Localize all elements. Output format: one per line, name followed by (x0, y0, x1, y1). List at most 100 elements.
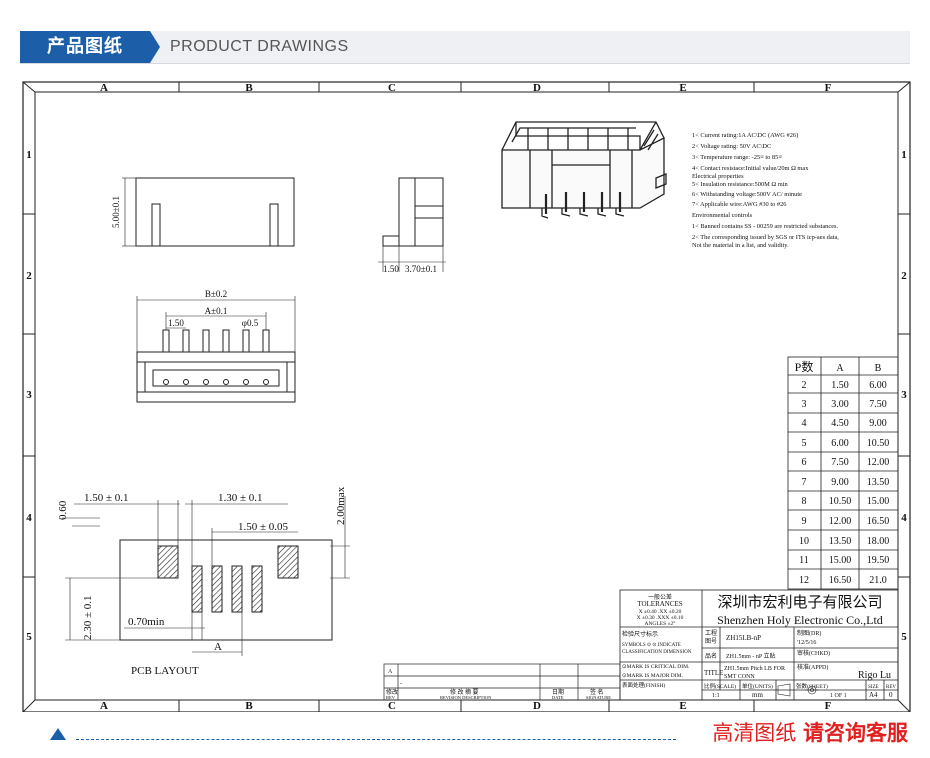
pcb-dim-6: 2.30 ± 0.1 (82, 595, 94, 640)
pcb-dim-1: 1.50 ± 0.1 (84, 492, 129, 504)
note-10: 1< Banned contains SS - 00259 are restri… (692, 223, 839, 230)
pcb-dim-3: 1.50 ± 0.05 (238, 521, 289, 533)
critical-mark-note: ⊙MARK IS CRITICAL DIM. (622, 664, 690, 670)
table-cell: 9.00 (869, 418, 887, 429)
note-6: 5< Insulation resistance:500M Ω min (692, 181, 788, 188)
major-mark-note: ⊙MARK IS MAJOR DIM. (622, 673, 683, 679)
col-label-d: D (533, 82, 541, 94)
note-11: 2< The corresponding issued by SGS or IT… (692, 234, 839, 241)
table-cell: 4 (802, 418, 807, 429)
side-view (378, 177, 446, 272)
spec-notes: 1< Current rating:1A AC\DC (AWG #26) 2< … (692, 132, 839, 249)
part-label-2: 图号 (705, 638, 717, 645)
table-cell: 10.50 (829, 496, 852, 507)
table-cell: 6.00 (831, 438, 849, 449)
note-4: 4< Contact resistace:Initial value/20m Ω… (692, 165, 809, 172)
table-cell: 13.50 (867, 477, 890, 488)
table-cell: 3 (802, 399, 807, 410)
table-cell: 9 (802, 516, 807, 527)
rev-col-label-en: REV (386, 695, 396, 700)
pcb-dim-4: 0.60 (57, 500, 69, 520)
rev-date-label: 日期 (552, 688, 564, 696)
rev-desc-label-en: REVISION DESCRIPTION (440, 695, 492, 700)
unit-value: mm (752, 691, 763, 699)
rev-desc-label: 修 改 摘 要 (450, 688, 479, 696)
title-label: TITLE (704, 669, 723, 677)
top-view (136, 296, 296, 403)
col-label-b-bottom: B (245, 700, 253, 712)
section-header: 产品图纸 PRODUCT DRAWINGS (20, 31, 910, 64)
side-dim-a: 1.50 (383, 264, 399, 274)
approved-label: 核准(APPD) (797, 663, 828, 671)
unit-label: 单位(UNITS) (742, 682, 773, 690)
tol-1: X ±0.40 .XX ±0.20 (639, 609, 682, 615)
rev-label: REV (886, 685, 896, 690)
drawn-by-label: 制图(DR) (797, 629, 821, 637)
row-label-4: 4 (26, 512, 32, 524)
pcb-dim-5: 2.00max (335, 486, 347, 525)
row-label-2: 2 (26, 270, 32, 282)
col-label-f: F (825, 82, 832, 94)
rev-row-1: A (388, 669, 393, 675)
table-cell: 7.50 (831, 457, 849, 468)
note-12: Not the material in a list, and validity… (692, 242, 789, 249)
company-name-en: Shenzhen Holy Electronic Co.,Ltd (717, 613, 883, 627)
col-label-a-bottom: A (100, 700, 108, 712)
rev-sig-label-en: SIGNATURE (586, 695, 611, 700)
pcb-dim-8: A (214, 641, 222, 653)
col-label-e: E (679, 82, 686, 94)
table-cell: 9.00 (831, 477, 849, 488)
table-cell: 11 (799, 555, 809, 566)
table-cell: 7 (802, 477, 807, 488)
table-cell: 6 (802, 457, 807, 468)
name-value: ZH1.5mm - nP 立贴 (726, 652, 775, 660)
size-value: A4 (869, 691, 878, 699)
sheet-value: 1 OF 1 (830, 693, 847, 699)
rev-value: 0 (889, 691, 893, 699)
table-cell: 8 (802, 496, 807, 507)
scale-label: 比例(SCALE) (704, 682, 736, 690)
rev-date-label-en: DATE (552, 695, 564, 700)
table-cell: 3.00 (831, 399, 849, 410)
table-cell: 21.0 (869, 575, 887, 586)
scale-value: 1:1 (712, 693, 720, 699)
col-label-c: C (388, 82, 396, 94)
table-cell: 10 (799, 536, 809, 547)
table-cell: 5 (802, 438, 807, 449)
table-cell: 2 (802, 380, 807, 391)
triangle-icon (50, 728, 66, 740)
col-label-a: A (100, 82, 108, 94)
row-label-3-right: 3 (901, 389, 907, 401)
top-dim-b: B±0.2 (205, 289, 227, 299)
row-label-3: 3 (26, 389, 32, 401)
revision-block (383, 663, 621, 701)
rev-sig-label: 签 名 (590, 688, 604, 696)
table-header-b: B (875, 363, 882, 374)
table-cell: 12.00 (829, 516, 852, 527)
row-label-5-right: 5 (901, 631, 907, 643)
col-label-c-bottom: C (388, 700, 396, 712)
front-view (122, 177, 295, 247)
note-3: 3< Temperature range: -25≡ to 85≡ (692, 154, 782, 161)
sym-2: CLASSIFICATION DIMENSION (622, 650, 692, 655)
table-cell: 15.00 (829, 555, 852, 566)
dimension-table (787, 356, 899, 590)
name-label: 品名 (705, 652, 717, 660)
table-cell: 4.50 (831, 418, 849, 429)
note-7: 6< Withstanding voltage:500V AC/ minute (692, 191, 802, 198)
row-label-1-right: 1 (901, 149, 907, 161)
footer: 高清图纸 请咨询客服 (0, 712, 930, 758)
note-1: 1< Current rating:1A AC\DC (AWG #26) (692, 132, 798, 139)
note-8: 7< Applicable wire:AWG #30 to #26 (692, 201, 787, 208)
top-dim-pin: φ0.5 (242, 318, 259, 328)
row-label-5: 5 (26, 631, 32, 643)
col-label-b: B (245, 82, 253, 94)
table-cell: 10.50 (867, 438, 890, 449)
footer-text-2: 请咨询客服 (803, 721, 908, 745)
table-header-p: P数 (795, 359, 814, 374)
part-label: 工程 (705, 629, 717, 637)
table-cell: 7.50 (869, 399, 887, 410)
footer-text-1: 高清图纸 (712, 721, 803, 745)
table-header-a: A (836, 363, 844, 374)
approved-by: Rigo Lu (858, 670, 891, 681)
